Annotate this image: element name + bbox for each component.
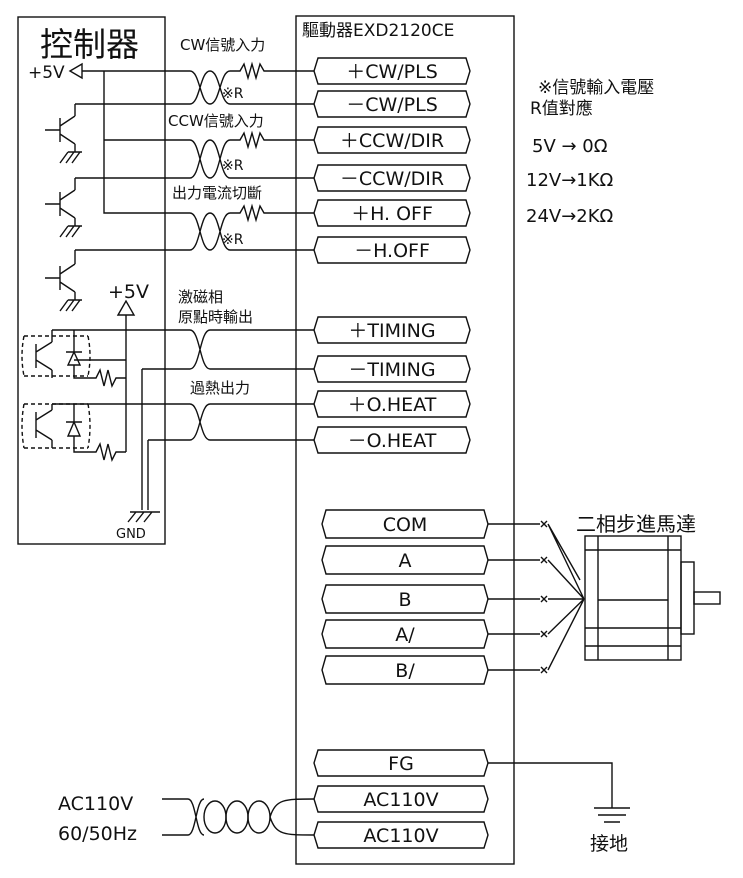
twisted-pair-icon — [189, 329, 211, 370]
terminal-ac-1: AC110V — [363, 789, 438, 811]
terminal-hoff-minus: －H.OFF — [354, 240, 430, 262]
vplus2-triangle-icon — [116, 299, 136, 316]
resistor-icon — [230, 130, 314, 150]
terminal-timing-plus: ＋TIMING — [348, 320, 435, 342]
power-label-1: AC110V — [58, 793, 133, 815]
terminal-fg: FG — [388, 753, 414, 775]
hoff-signal-label: 出力電流切斷 — [172, 184, 262, 202]
terminal-a: A — [399, 550, 412, 572]
optocoupler-icon — [21, 329, 190, 389]
transistor-icon — [45, 177, 190, 238]
driver-title: 驅動器EXD2120CE — [302, 21, 454, 41]
note-row-3: 24V→2KΩ — [526, 206, 614, 227]
transistor-icon — [45, 250, 82, 312]
twisted-pair-icon — [189, 139, 231, 179]
twisted-pair-icon — [189, 70, 231, 105]
terminal-ccw-minus: －CCW/DIR — [340, 168, 444, 190]
terminal-cw-plus: ＋CW/PLS — [346, 61, 438, 83]
ground-icon — [488, 762, 630, 823]
controller-box — [17, 16, 166, 545]
twisted-pair-icon — [189, 212, 231, 251]
ccw-signal-label: CCW信號入力 — [168, 112, 264, 130]
resistor-icon — [230, 61, 314, 81]
twisted-pair-icon — [189, 403, 211, 441]
terminal-hoff-plus: ＋H. OFF — [351, 203, 433, 225]
gnd-label: GND — [116, 527, 146, 542]
transistor-icon — [45, 103, 190, 164]
cw-signal-label: CW信號入力 — [180, 36, 265, 54]
power-label-2: 60/50Hz — [58, 823, 137, 845]
controller-title: 控制器 — [40, 25, 139, 64]
terminal-heat-minus: －O.HEAT — [348, 430, 437, 452]
optocoupler-icon — [21, 403, 190, 463]
vplus-triangle-icon — [68, 62, 83, 80]
terminal-heat-plus: ＋O.HEAT — [348, 394, 437, 416]
terminal-shapes — [313, 57, 489, 849]
timing-label-1: 激磁相 — [178, 288, 223, 306]
terminal-ccw-plus: ＋CCW/DIR — [340, 130, 444, 152]
resistor-icon — [230, 203, 314, 223]
terminal-b: B — [398, 589, 411, 611]
terminal-com: COM — [383, 514, 428, 536]
terminal-cw-minus: －CW/PLS — [346, 94, 438, 116]
motor-icon — [584, 535, 721, 661]
resistor-mark-2: ※R — [222, 158, 244, 174]
note-line-2: R值對應 — [530, 98, 593, 119]
terminal-a-bar: A/ — [395, 624, 415, 646]
terminal-b-bar: B/ — [395, 660, 415, 682]
vplus2-label: +5V — [108, 281, 149, 303]
timing-label-2: 原點時輸出 — [178, 308, 253, 326]
note-line-1: ※信號輸入電壓 — [538, 78, 654, 98]
resistor-mark-3: ※R — [222, 232, 244, 248]
note-row-1: 5V → 0Ω — [532, 136, 608, 157]
terminal-ac-2: AC110V — [363, 825, 438, 847]
terminal-timing-minus: －TIMING — [348, 359, 435, 381]
vplus-label: +5V — [28, 63, 65, 83]
resistor-mark-1: ※R — [222, 86, 244, 102]
heat-label: 過熱出力 — [190, 379, 250, 397]
motor-label: 二相步進馬達 — [576, 512, 696, 536]
twisted-pair-icon — [187, 798, 315, 836]
note-row-2: 12V→1KΩ — [526, 170, 614, 191]
ground-label: 接地 — [590, 833, 628, 855]
